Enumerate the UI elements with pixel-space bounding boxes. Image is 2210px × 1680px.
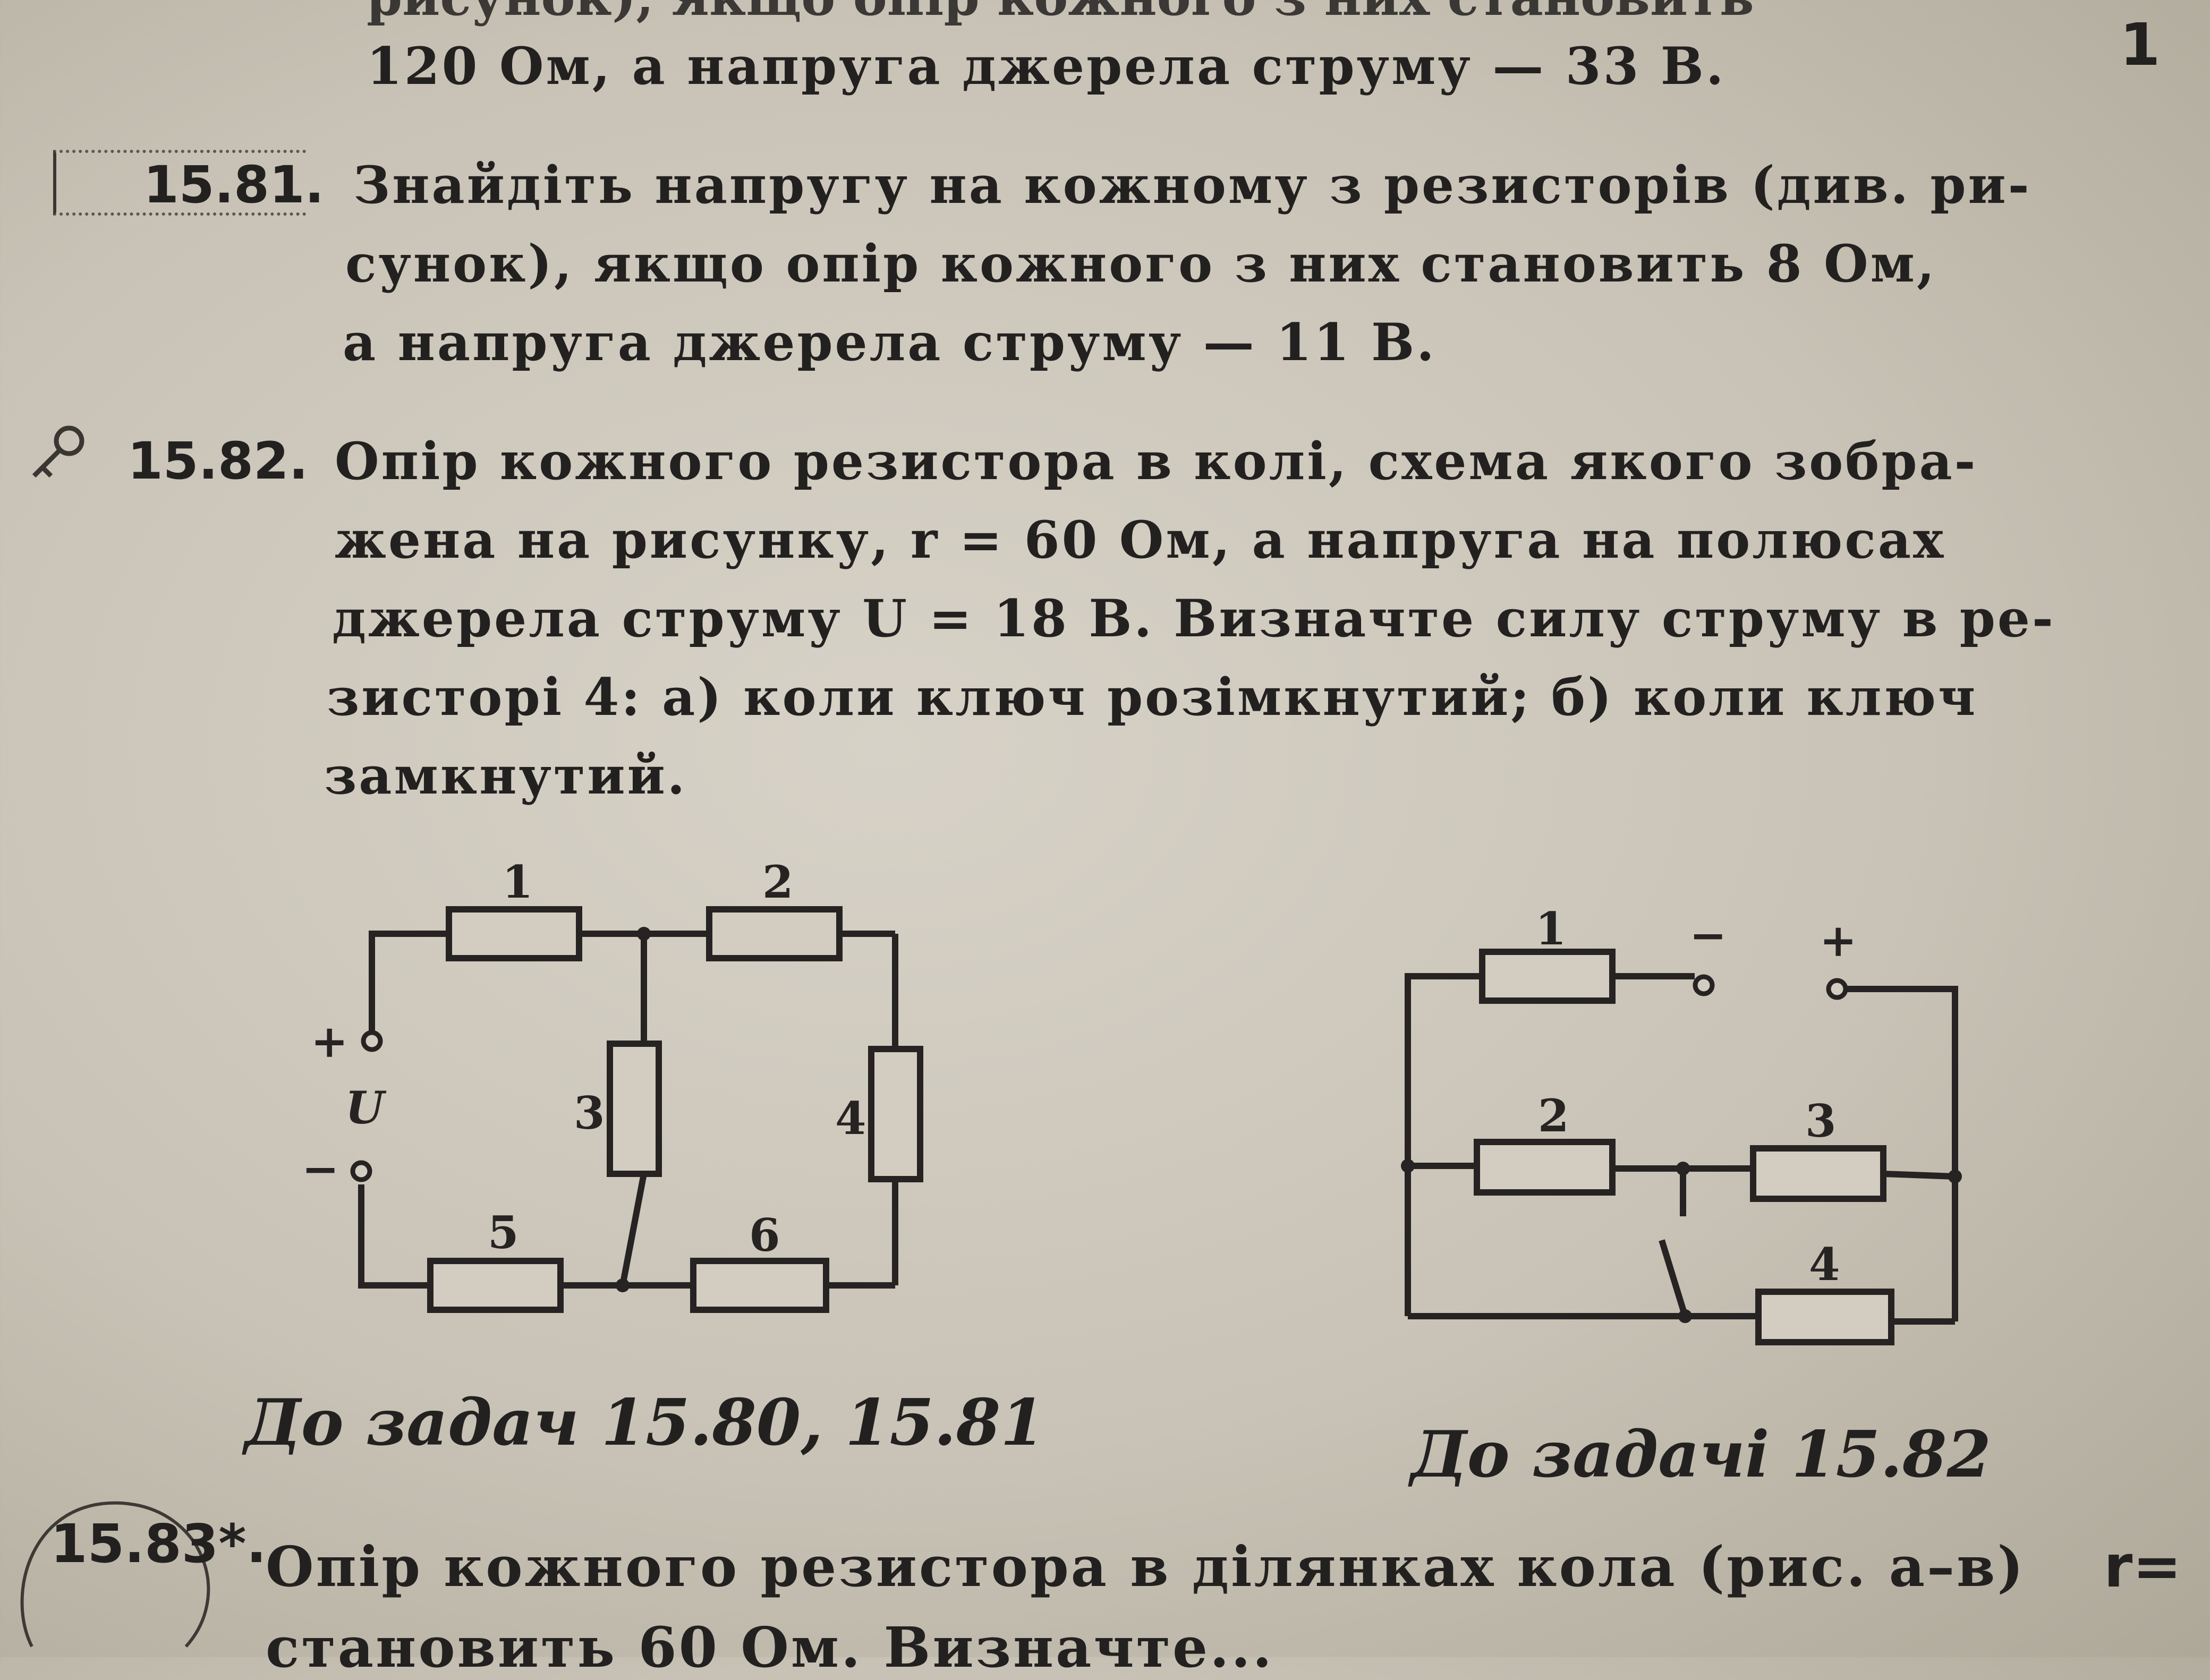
problem-15-81-number: 15.81. bbox=[143, 155, 325, 215]
left-label-5: 5 bbox=[488, 1206, 518, 1259]
resistor-3 bbox=[607, 1041, 662, 1177]
top-partial-line: 120 Ом, а напруга джерела струму — 33 В. bbox=[367, 36, 1726, 96]
right-label-4: 4 bbox=[1809, 1238, 1840, 1291]
resistor-4 bbox=[1755, 1289, 1894, 1345]
junction bbox=[1401, 1159, 1415, 1173]
problem-15-82-line-2: жена на рисунку, r = 60 Ом, а напруга на… bbox=[335, 510, 1946, 570]
left-label-2: 2 bbox=[762, 856, 793, 908]
problem-15-82-line-3: джерела струму U = 18 В. Визначте силу с… bbox=[332, 589, 2055, 649]
right-circuit-caption: До задачі 15.82 bbox=[1410, 1417, 1991, 1492]
terminal-plus bbox=[1826, 978, 1848, 1000]
left-minus-sign: − bbox=[302, 1142, 339, 1195]
terminal-minus bbox=[350, 1160, 372, 1182]
terminal-minus bbox=[1693, 974, 1715, 996]
key-icon bbox=[32, 425, 84, 478]
terminal-plus bbox=[361, 1030, 383, 1052]
resistor-3 bbox=[1750, 1145, 1886, 1202]
left-label-6: 6 bbox=[749, 1209, 780, 1261]
left-circuit-caption: До задач 15.80, 15.81 bbox=[244, 1385, 1045, 1460]
right-circuit bbox=[1401, 949, 1962, 1345]
problem-15-83-number: 15.83*. bbox=[50, 1513, 267, 1575]
problem-15-83-line: Опір кожного резистора в ділянках кола (… bbox=[266, 1534, 2026, 1599]
resistor-6 bbox=[690, 1258, 829, 1313]
corner-mark: 1 bbox=[2120, 11, 2161, 79]
junction bbox=[637, 927, 651, 941]
problem-15-83-side-mark: r= bbox=[2104, 1532, 2182, 1600]
problem-15-81-line-3: а напруга джерела струму — 11 В. bbox=[343, 312, 1436, 372]
right-minus-sign: − bbox=[1689, 909, 1727, 961]
problem-15-81-line-1: Знайдіть напругу на кожному з резисторів… bbox=[353, 155, 2032, 215]
left-plus-sign: + bbox=[311, 1015, 348, 1068]
left-label-1: 1 bbox=[502, 856, 533, 908]
resistor-5 bbox=[427, 1258, 564, 1313]
junction bbox=[1678, 1309, 1692, 1323]
switch-key bbox=[1659, 1239, 1688, 1317]
problem-15-82-line-5: замкнутий. bbox=[324, 746, 687, 806]
problem-marker-box bbox=[53, 150, 306, 216]
resistor-4 bbox=[868, 1046, 923, 1182]
pencil-circle-mark bbox=[20, 1501, 210, 1648]
left-label-3: 3 bbox=[574, 1087, 605, 1139]
right-plus-sign: + bbox=[1820, 914, 1857, 967]
problem-15-83-line-cut: становить 60 Ом. Визначте... bbox=[266, 1615, 1274, 1680]
junction bbox=[1676, 1162, 1690, 1175]
resistor-2 bbox=[706, 906, 843, 961]
right-label-3: 3 bbox=[1805, 1095, 1836, 1147]
problem-15-82-line-4: зисторі 4: а) коли ключ розімкнутий; б) … bbox=[327, 667, 1978, 727]
problem-15-82-line-1: Опір кожного резистора в колі, схема яко… bbox=[335, 431, 1978, 491]
problem-15-81-line-2: сунок), якщо опір кожного з них становит… bbox=[345, 234, 1937, 294]
top-cut-line: рисунок), якщо опір кожного з них станов… bbox=[367, 0, 1754, 27]
resistor-1 bbox=[446, 906, 582, 961]
left-voltage-label: U bbox=[345, 1081, 387, 1134]
left-circuit bbox=[350, 906, 923, 1313]
resistor-1 bbox=[1479, 949, 1616, 1004]
resistor-2 bbox=[1474, 1139, 1616, 1196]
problem-15-82-number: 15.82. bbox=[128, 431, 309, 491]
junction bbox=[1948, 1170, 1962, 1183]
right-label-1: 1 bbox=[1535, 902, 1566, 955]
left-label-4: 4 bbox=[835, 1092, 866, 1145]
right-label-2: 2 bbox=[1538, 1089, 1569, 1142]
junction bbox=[616, 1278, 630, 1292]
